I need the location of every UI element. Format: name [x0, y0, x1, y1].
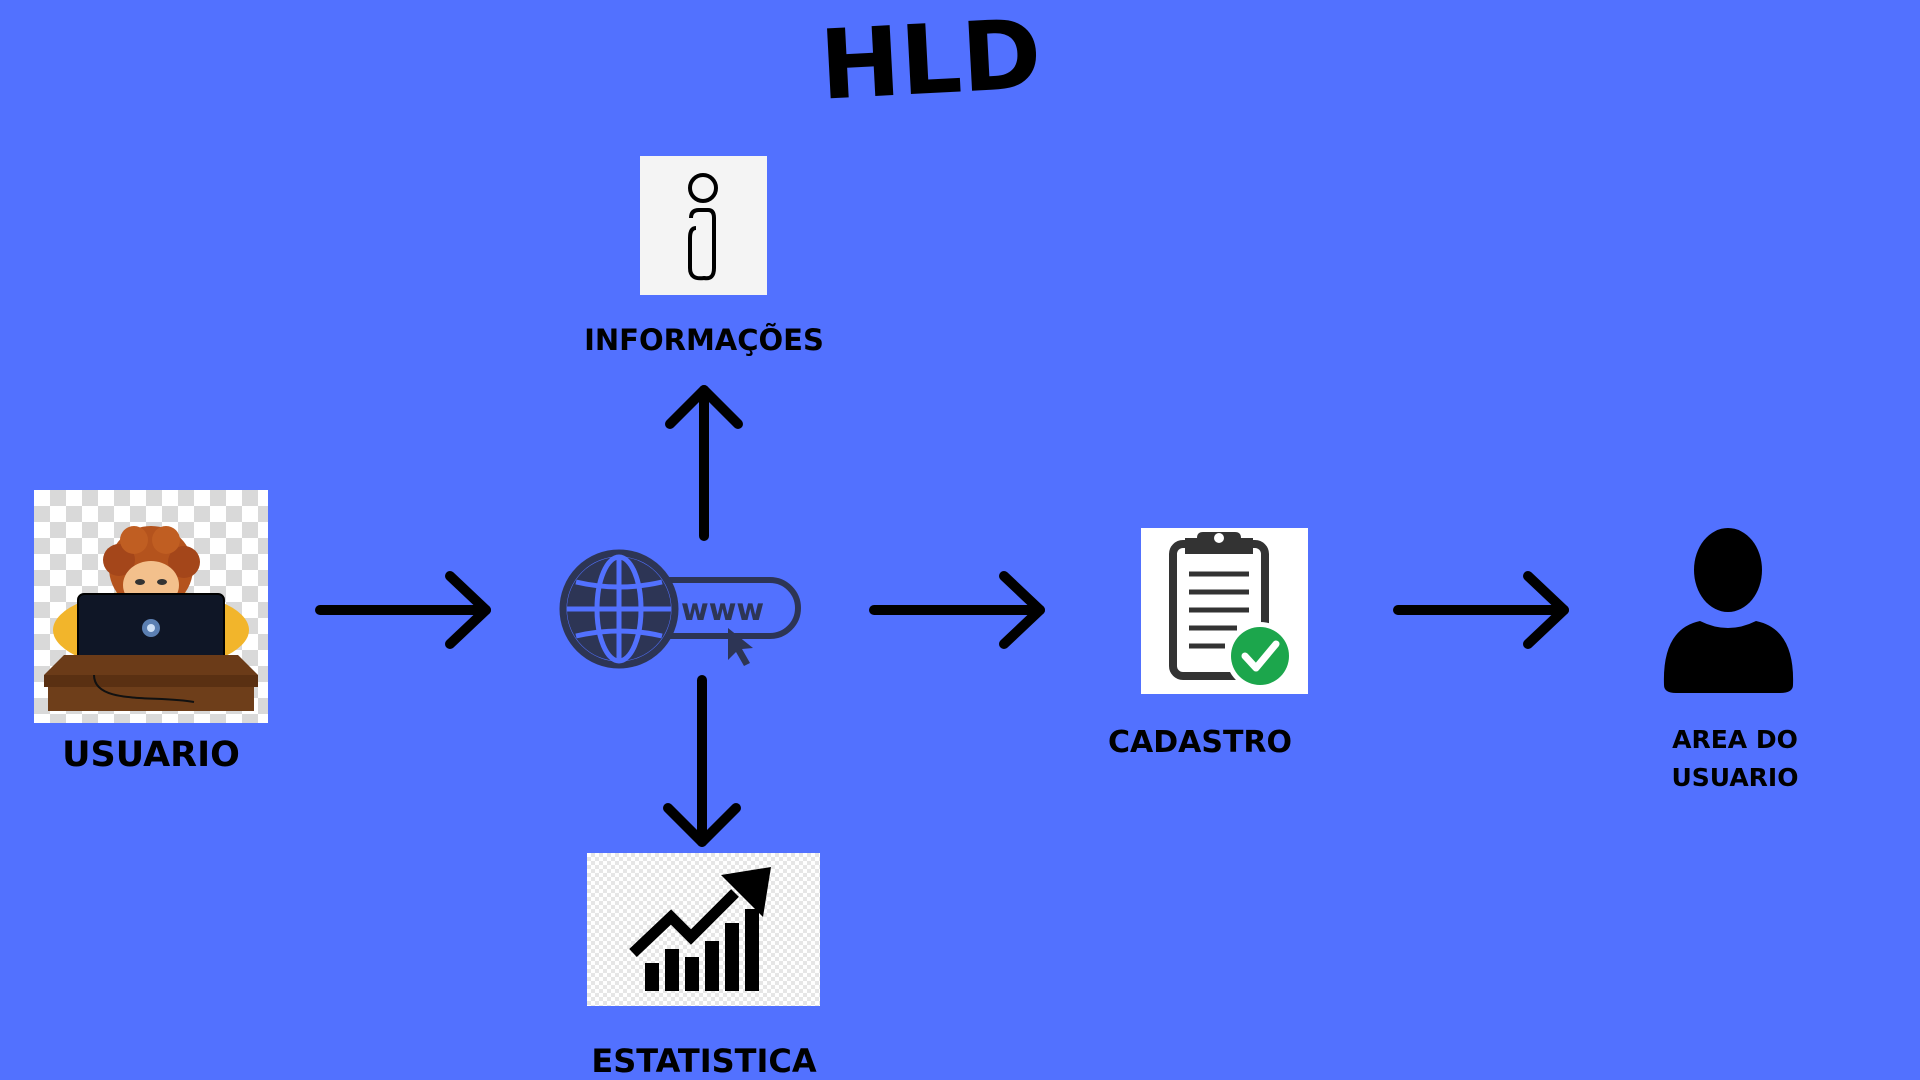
estatistica-label: ESTATISTICA — [591, 1042, 817, 1080]
arrow-website-to-estatistica — [662, 675, 742, 850]
arrow-cadastro-to-area-usuario — [1393, 570, 1572, 650]
growth-chart-icon — [629, 867, 771, 991]
globe-www-icon: www — [556, 548, 806, 670]
cadastro-image — [1141, 528, 1308, 694]
info-icon — [688, 173, 718, 281]
area-usuario-label-line2: USUARIO — [1671, 763, 1799, 792]
estatistica-image — [587, 853, 820, 1006]
informacoes-image — [640, 156, 767, 295]
clipboard-check-icon — [1169, 532, 1294, 690]
informacoes-label: INFORMAÇÕES — [584, 323, 824, 357]
area-usuario-label-line1: AREA DO — [1672, 725, 1798, 754]
svg-text:www: www — [681, 593, 764, 628]
arrow-usuario-to-website — [315, 570, 494, 650]
user-at-laptop-illustration — [44, 526, 258, 711]
user-silhouette-icon — [1660, 525, 1797, 695]
diagram-title: HLD — [817, 0, 1044, 122]
cadastro-label: CADASTRO — [1107, 725, 1293, 760]
usuario-image — [34, 490, 268, 723]
arrow-website-to-informacoes — [664, 384, 744, 541]
usuario-label: USUARIO — [62, 735, 240, 775]
arrow-website-to-cadastro — [869, 570, 1048, 650]
